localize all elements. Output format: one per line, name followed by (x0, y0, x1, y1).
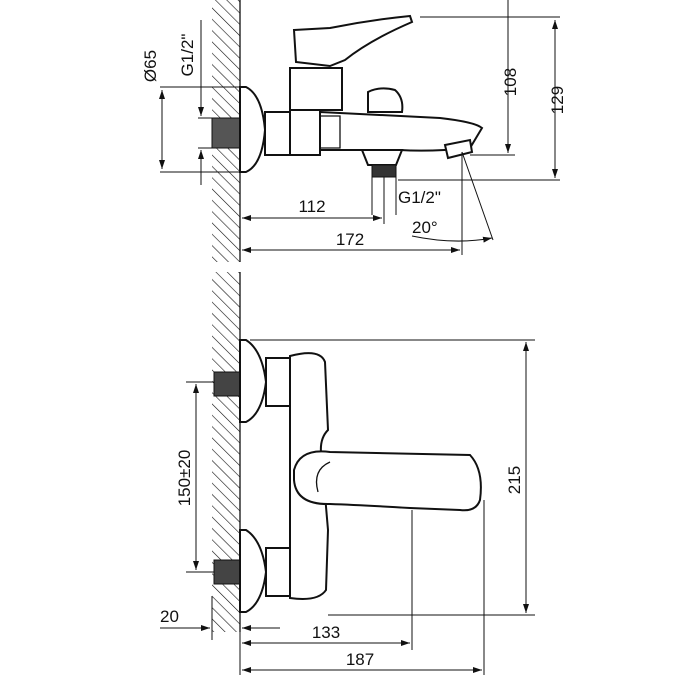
side-view: Ø65 G1/2" 108 129 112 G1/2" 20° 172 (141, 0, 567, 262)
inlet-thread (211, 117, 241, 149)
outlet-thread (371, 164, 397, 178)
front-view: 150±20 215 20 133 187 (160, 272, 535, 675)
lever-handle-front (293, 450, 482, 512)
dim-total-depth: 187 (346, 650, 374, 669)
dim-total-height: 129 (548, 86, 567, 114)
dim-outlet-distance: 112 (298, 197, 325, 216)
diverter-knob (367, 87, 404, 113)
dim-rosette-diameter: Ø65 (141, 50, 160, 82)
dim-handle-distance: 133 (312, 623, 340, 642)
dim-inlet-spacing: 150±20 (175, 450, 194, 507)
dim-spout-height: 108 (501, 68, 520, 96)
rosette (239, 86, 267, 173)
dim-outlet-thread: G1/2" (398, 188, 441, 207)
dim-spout-angle: 20° (412, 218, 438, 237)
dim-height: 215 (505, 466, 524, 494)
dim-inlet-thread: G1/2" (178, 34, 197, 77)
dim-spout-length: 172 (336, 230, 364, 249)
lever-handle (292, 14, 414, 68)
dim-thread-depth: 20 (160, 607, 179, 626)
